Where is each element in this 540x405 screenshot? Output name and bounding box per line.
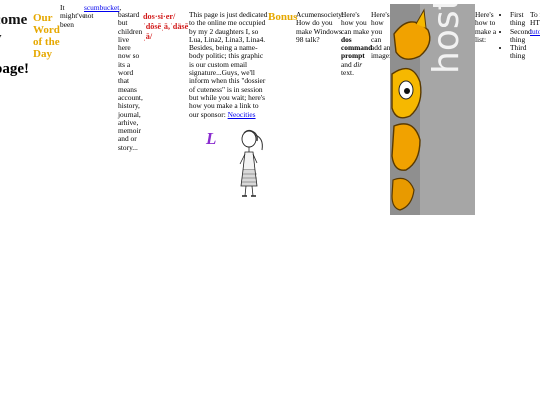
neocities-banner: hosted by neocities	[390, 4, 475, 215]
tutorial-text: To mo HT che	[530, 10, 540, 28]
list-item: First thing	[510, 10, 525, 28]
word-after-link: , not	[84, 3, 122, 21]
howto-cmd-prefix: Here's how you can make	[341, 10, 370, 36]
acumen-question: Acumensociety: How do you make Windows 9…	[296, 10, 345, 44]
list-item: Second thing	[510, 27, 532, 45]
example-list: First thing Second thing Third thing	[502, 10, 532, 61]
signature-letter-icon: L	[206, 129, 217, 148]
howto-cmd-suffix: text.	[341, 68, 354, 78]
word-of-the-day-heading: Our Word of the Day	[33, 12, 60, 60]
neocities-cat-icon	[390, 4, 431, 215]
word-definition: bastard but children live here now so it…	[118, 10, 143, 152]
neocities-banner-label: hosted by neocities	[426, 4, 467, 74]
word-intro: It might've been	[60, 3, 86, 29]
howto-cmd-mid: and	[341, 59, 352, 69]
tutorial-paragraph: To mo HT che tuto	[530, 10, 540, 36]
howto-list-paragraph: Here's how to make a list:	[475, 10, 497, 44]
welcome-heading-tail: page!	[0, 61, 29, 77]
welcome-heading: come y	[0, 12, 28, 46]
bonus-heading: Bonus	[268, 11, 298, 23]
list-item: Third thing	[510, 44, 526, 61]
dedication-paragraph: This page is just dedicated to the onlin…	[189, 10, 269, 119]
howto-cmd-italic: dir	[353, 59, 363, 69]
girl-drawing-icon	[239, 129, 263, 197]
howto-cmd-paragraph: Here's how you can make dos command prom…	[341, 10, 373, 78]
scumbucket-link[interactable]: scumbucket	[84, 3, 120, 12]
dossier-pronunciation: dos·si·er/ˈdôsēˌā,ˈdäsēˌā/	[143, 12, 189, 41]
dedication-text: This page is just dedicated to the onlin…	[189, 10, 268, 119]
howto-cmd-bold: dos command prompt	[341, 34, 373, 61]
tutorial-link[interactable]: tuto	[530, 26, 540, 36]
howto-image-paragraph: Here's how you can add an image:	[371, 10, 392, 61]
neocities-link[interactable]: Neocities	[227, 109, 256, 119]
word-link-cell: scumbucket, not	[84, 3, 122, 21]
